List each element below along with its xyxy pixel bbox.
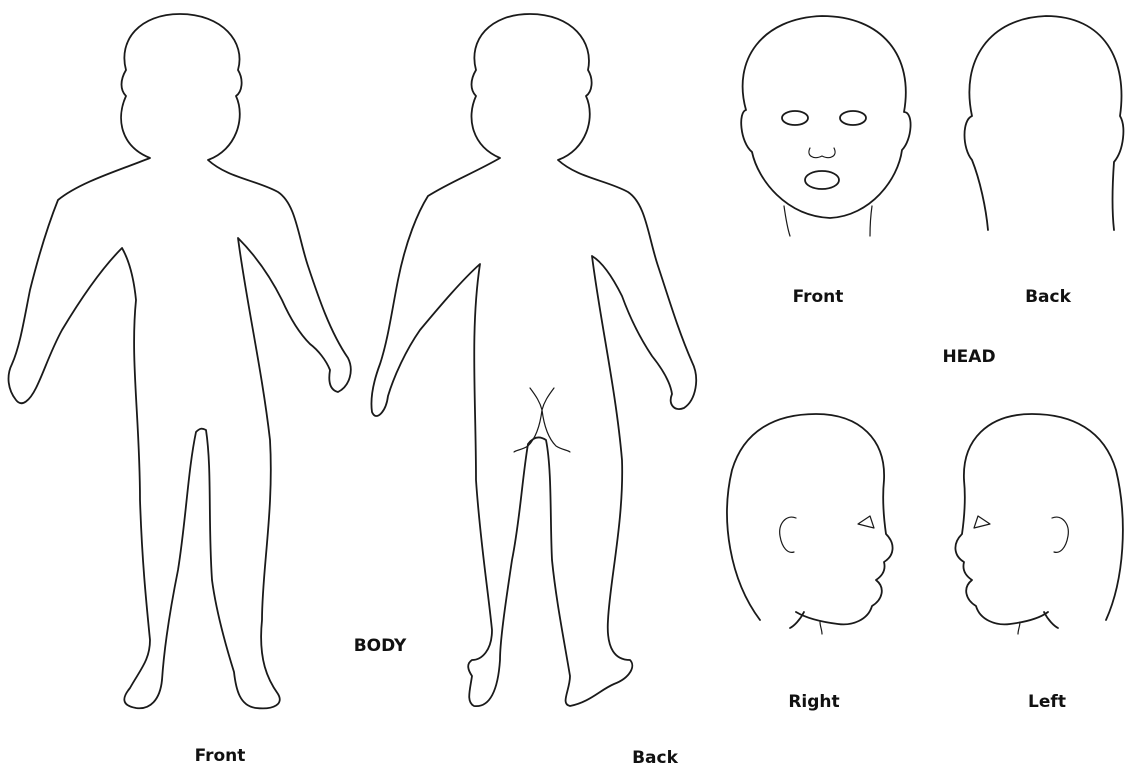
head-front-eye-left (782, 111, 808, 125)
head-back-outline (965, 16, 1124, 230)
body-front-figure (9, 14, 351, 708)
head-left-eye (974, 516, 990, 528)
head-back-figure (965, 16, 1124, 230)
head-right-outline (727, 414, 893, 628)
head-front-mouth (805, 171, 839, 189)
head-left-neck (1018, 622, 1020, 634)
head-left-outline (955, 414, 1122, 628)
head-right-ear (780, 517, 796, 552)
head-right-eye (858, 516, 874, 528)
head-left-figure (955, 414, 1122, 634)
head-front-outline (741, 16, 910, 218)
head-front-eye-right (840, 111, 866, 125)
head-left-ear (1052, 517, 1068, 552)
head-right-neck (820, 622, 822, 634)
head-front-nose (809, 148, 835, 158)
head-left-label: Left (1028, 692, 1066, 712)
head-right-label: Right (788, 692, 839, 712)
head-front-figure (741, 16, 910, 236)
head-back-label: Back (1025, 287, 1071, 307)
body-front-label: Front (195, 746, 246, 766)
head-title: HEAD (942, 347, 995, 367)
body-back-buttocks-line (514, 388, 570, 452)
body-front-outline (9, 14, 351, 708)
body-back-figure (371, 14, 696, 706)
body-title: BODY (354, 636, 407, 656)
head-right-figure (727, 414, 893, 634)
body-back-label: Back (632, 748, 678, 768)
head-front-label: Front (793, 287, 844, 307)
body-back-outline (371, 14, 696, 706)
